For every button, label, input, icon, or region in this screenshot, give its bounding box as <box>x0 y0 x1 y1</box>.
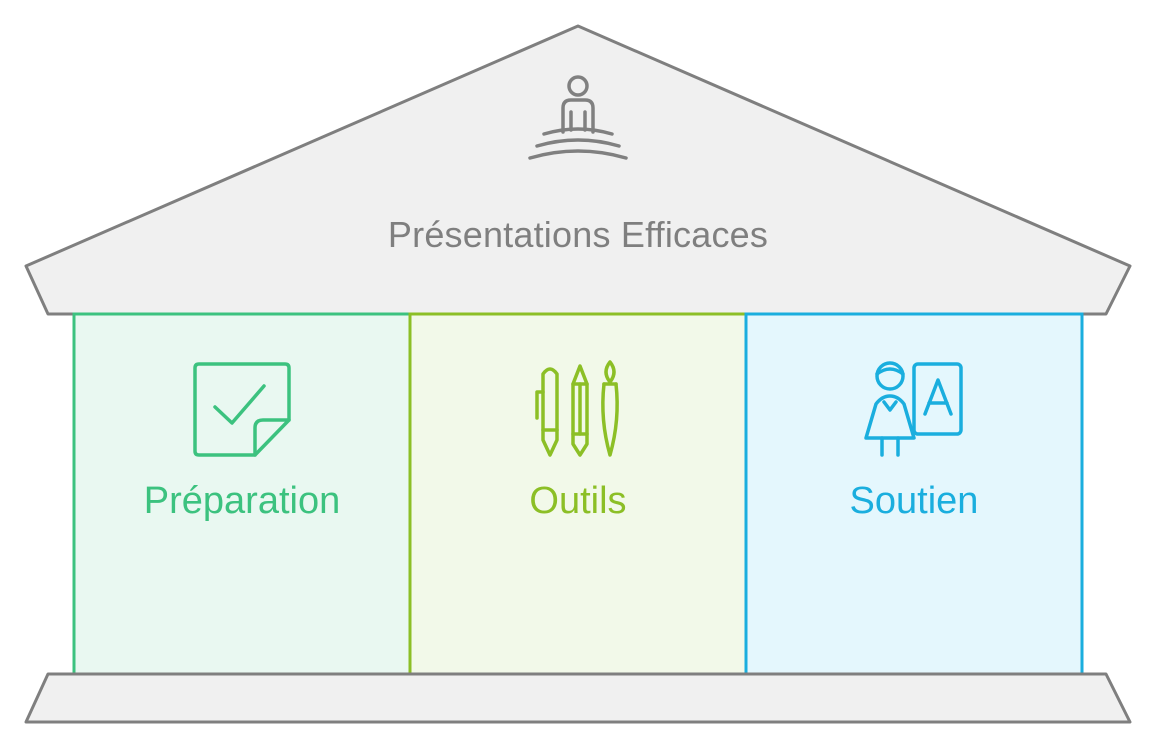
pens-brush-icon <box>535 360 619 457</box>
base <box>24 672 1132 724</box>
meditation-person-icon <box>528 75 628 160</box>
roof-title: Présentations Efficaces <box>387 214 769 255</box>
roof <box>24 24 1132 316</box>
pillar-label-soutien: Soutien <box>849 480 979 522</box>
pillar-label-outils: Outils <box>529 480 627 522</box>
pillar-label-preparation: Préparation <box>143 480 341 522</box>
checked-note-icon <box>193 362 291 457</box>
pillar-preparation <box>72 312 412 676</box>
teacher-board-icon <box>864 361 963 457</box>
